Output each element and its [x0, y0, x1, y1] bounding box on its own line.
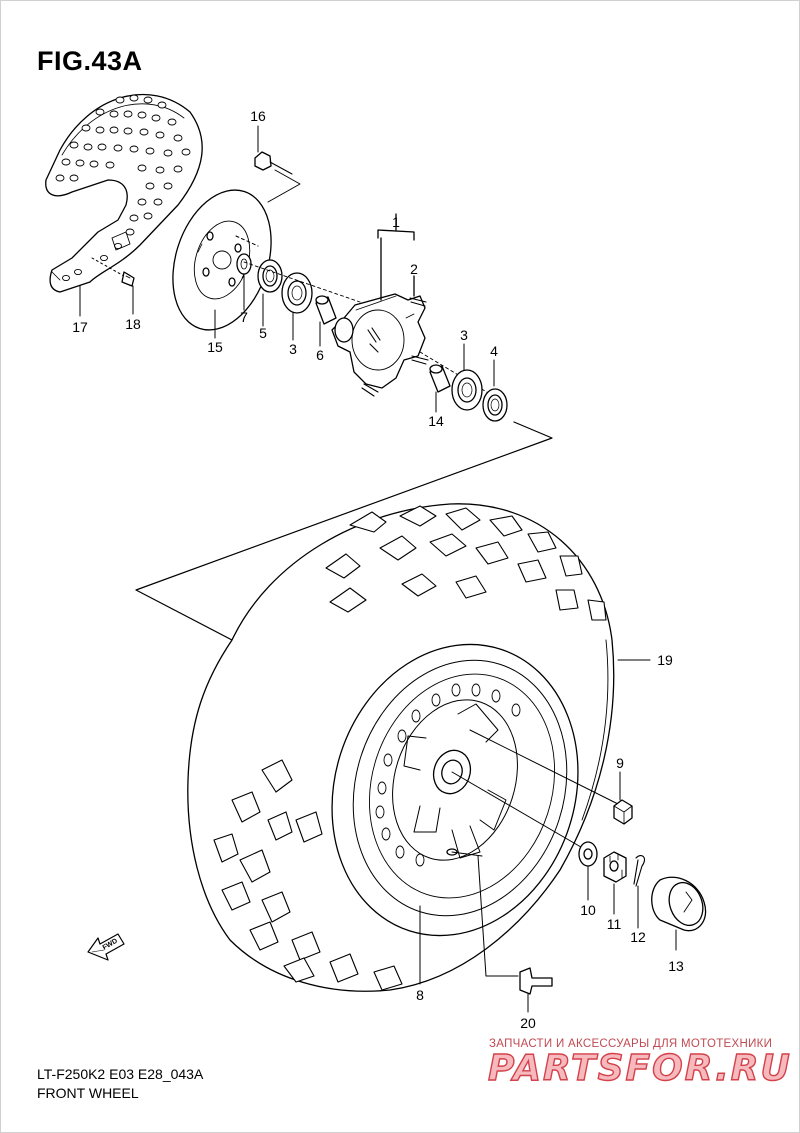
watermark-logo: PARTSFOR.RU	[488, 1048, 792, 1089]
spacer-7	[236, 253, 252, 275]
brake-disc-cover	[45, 93, 203, 293]
figure-title: FIG.43A	[37, 46, 143, 76]
brake-disc	[172, 189, 272, 331]
washer	[578, 841, 598, 867]
part-labels: 1 2 3 3 4 5 6 7 8 9 10 11 12 13 14 15 16…	[72, 108, 684, 1031]
part-label-18: 18	[125, 316, 141, 332]
part-label-14: 14	[428, 413, 444, 429]
spacer-14	[429, 364, 451, 393]
hub-studs	[361, 297, 429, 397]
cover-bolt	[91, 257, 135, 287]
disc-bolt	[235, 151, 301, 247]
part-label-15: 15	[207, 339, 223, 355]
fwd-arrow-icon	[87, 933, 125, 961]
bearing-left	[281, 272, 313, 314]
part-label-12: 12	[630, 929, 646, 945]
part-label-3-right: 3	[460, 327, 468, 343]
part-label-13: 13	[668, 958, 684, 974]
part-label-7: 7	[240, 309, 248, 325]
spacer-6	[315, 295, 337, 325]
part-label-3-left: 3	[289, 341, 297, 357]
part-label-2: 2	[410, 261, 418, 277]
hub-cap	[651, 876, 707, 951]
figure-code: LT-F250K2 E03 E28_043A	[37, 1066, 204, 1082]
part-label-10: 10	[580, 902, 596, 918]
cotter-pin	[633, 855, 645, 887]
watermark-tagline: ЗАПЧАСТИ И АКСЕССУАРЫ ДЛЯ МОТОТЕХНИКИ	[489, 1038, 773, 1050]
part-label-4: 4	[490, 343, 498, 359]
bearing-right	[451, 369, 483, 411]
part-label-8: 8	[416, 987, 424, 1003]
part-label-11: 11	[607, 916, 622, 932]
wheel-hub	[331, 293, 429, 397]
part-label-19: 19	[657, 652, 673, 668]
figure-name: FRONT WHEEL	[37, 1085, 139, 1101]
part-label-9: 9	[616, 755, 624, 771]
air-valve	[519, 967, 553, 1013]
part-label-20: 20	[520, 1015, 536, 1031]
part-label-5: 5	[259, 325, 267, 341]
part-label-1: 1	[392, 214, 400, 230]
castle-nut	[603, 851, 627, 883]
part-label-17: 17	[72, 319, 88, 335]
part-label-6: 6	[316, 347, 324, 363]
oil-seal-4	[482, 388, 508, 422]
part-label-16: 16	[250, 108, 266, 124]
oil-seal-5	[257, 259, 283, 293]
wheel-nut	[613, 799, 633, 825]
